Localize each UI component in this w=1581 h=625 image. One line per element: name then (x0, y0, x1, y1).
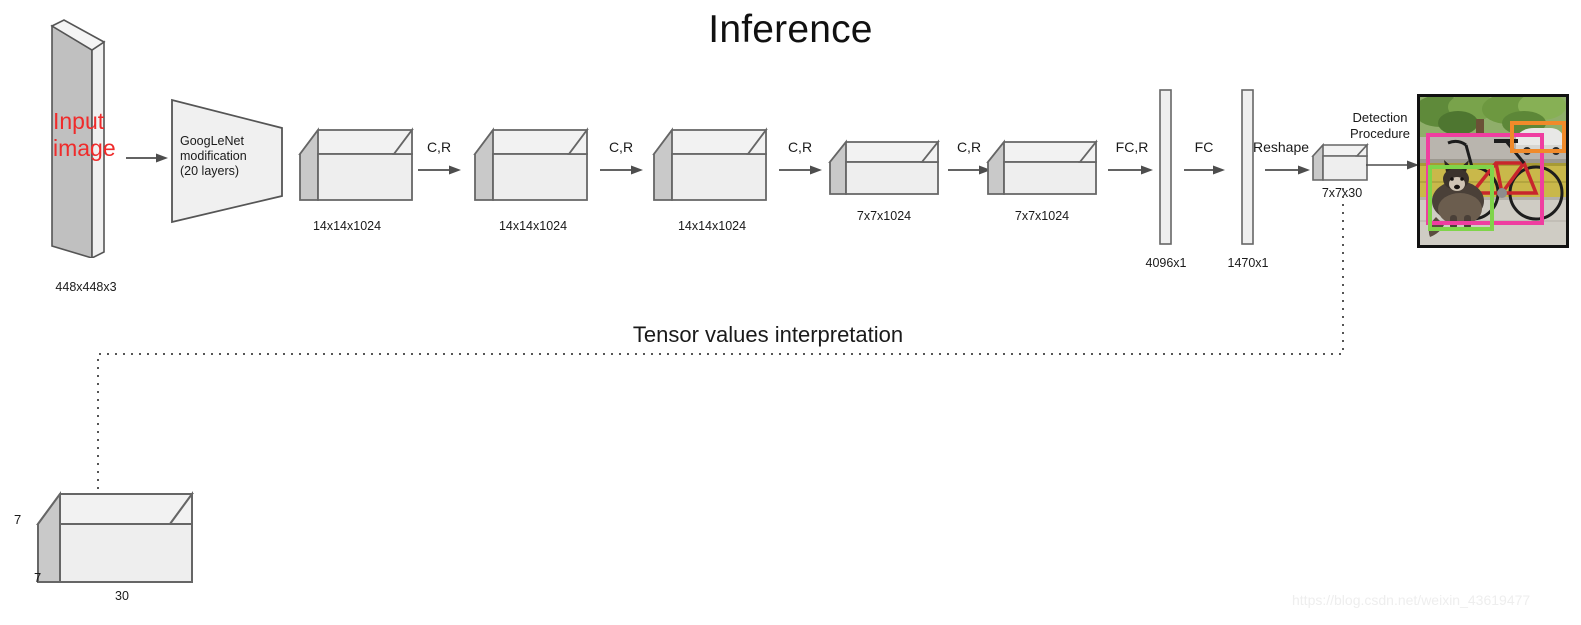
arrow-fc-label: FC (1194, 139, 1214, 155)
output-tensor-dims: 7x7x30 (1321, 186, 1363, 200)
arrow-cr-2-label: C,R (608, 139, 634, 155)
arrow-cr-4 (948, 165, 991, 175)
fc-bar-4096 (1159, 89, 1172, 245)
arrow-cr-1 (418, 165, 461, 175)
arrow-cr-2 (600, 165, 643, 175)
tensor-interpretation-cube (36, 490, 194, 583)
arrow-fc (1184, 165, 1225, 175)
input-dims-label: 448x448x3 (55, 280, 117, 294)
tensor-height-label: 7 (14, 512, 22, 527)
tensor-interpretation-caption: Tensor values interpretation (632, 322, 904, 347)
detection-photo-content (1420, 97, 1566, 245)
detection-result-image (1417, 94, 1569, 248)
watermark: https://blog.csdn.net/weixin_43619477 (1292, 592, 1531, 608)
fc-bar-1470 (1241, 89, 1254, 245)
conv-cube-4 (828, 139, 940, 195)
page-title: Inference (708, 8, 873, 51)
googlenet-block (171, 98, 283, 224)
conv-cube-2 (473, 127, 589, 201)
arrow-input-to-backbone (126, 153, 168, 163)
output-tensor-cube (1311, 142, 1369, 181)
arrow-cr-3-label: C,R (787, 139, 813, 155)
arrow-to-detection (1366, 160, 1419, 170)
conv-cube-4-dims: 7x7x1024 (856, 209, 912, 223)
input-image-plate (50, 19, 106, 258)
arrow-cr-1-label: C,R (426, 139, 452, 155)
arrow-cr-4-label: C,R (956, 139, 982, 155)
arrow-fcr-label: FC,R (1115, 139, 1149, 155)
conv-cube-3-dims: 14x14x1024 (677, 219, 747, 233)
tensor-depth-label: 7 (34, 570, 42, 585)
arrow-reshape-label: Reshape (1252, 139, 1310, 155)
conv-cube-1 (298, 127, 414, 201)
conv-cube-1-dims: 14x14x1024 (312, 219, 382, 233)
arrow-cr-3 (779, 165, 822, 175)
fc-bar-4096-dims: 4096x1 (1145, 256, 1187, 270)
conv-cube-2-dims: 14x14x1024 (498, 219, 568, 233)
dotted-connector (97, 188, 1344, 498)
arrow-fcr (1108, 165, 1153, 175)
tensor-width-label: 30 (115, 589, 129, 603)
fc-bar-1470-dims: 1470x1 (1227, 256, 1269, 270)
arrow-reshape (1265, 165, 1310, 175)
conv-cube-3 (652, 127, 768, 201)
conv-cube-5 (986, 139, 1098, 195)
conv-cube-5-dims: 7x7x1024 (1014, 209, 1070, 223)
